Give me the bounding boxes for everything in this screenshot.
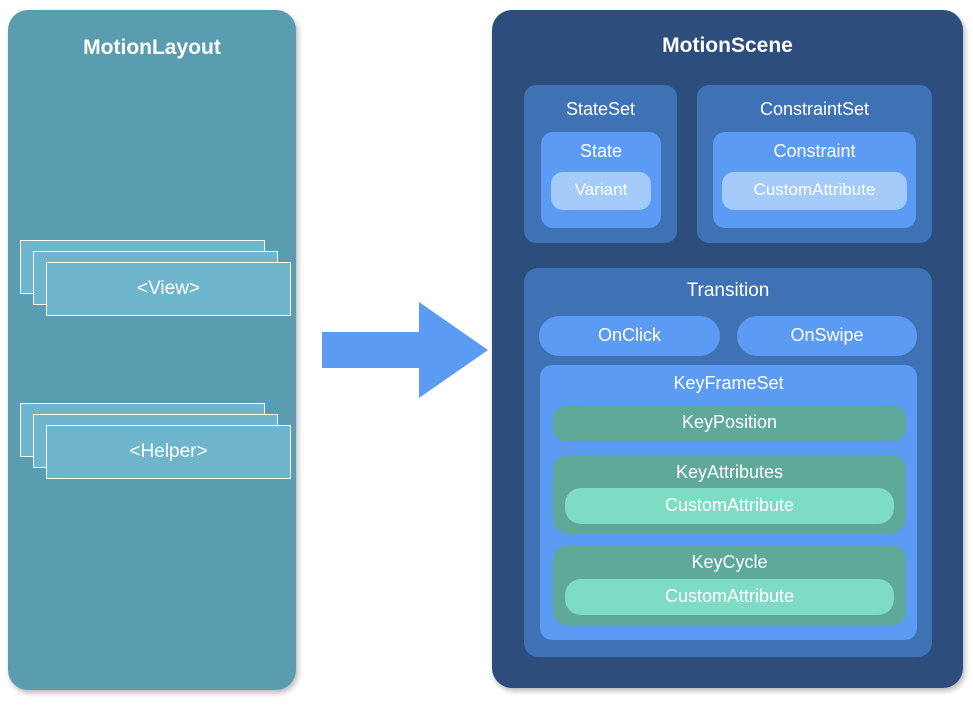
helper-stack: <Helper> <box>20 403 291 483</box>
variant-title: Variant <box>574 180 628 199</box>
state-set-box: StateSet State Variant <box>524 85 677 243</box>
motion-scene-panel: MotionScene StateSet State Variant Const… <box>492 10 963 688</box>
motion-layout-title: MotionLayout <box>83 36 221 59</box>
constraint-set-box: ConstraintSet Constraint CustomAttribute <box>697 85 932 243</box>
key-position-box: KeyPosition <box>553 405 906 442</box>
view-stack: <View> <box>20 240 291 320</box>
on-swipe-box: OnSwipe <box>737 316 917 356</box>
key-cycle-custom-attribute-box: CustomAttribute <box>565 579 894 615</box>
helper-card-label: <Helper> <box>129 441 208 462</box>
key-cycle-box: KeyCycle CustomAttribute <box>553 545 906 625</box>
on-click-title: OnClick <box>597 325 661 345</box>
right-arrow-icon <box>322 302 488 398</box>
transition-box: Transition OnClick OnSwipe KeyFrameSet K… <box>524 268 932 657</box>
key-attributes-custom-attribute-title: CustomAttribute <box>664 495 795 515</box>
constraint-box: Constraint CustomAttribute <box>713 132 916 228</box>
constraint-custom-attribute-title: CustomAttribute <box>753 180 876 199</box>
key-frame-set-title: KeyFrameSet <box>673 373 784 393</box>
key-cycle-custom-attribute-title: CustomAttribute <box>664 586 795 606</box>
key-frame-set-box: KeyFrameSet KeyPosition KeyAttributes Cu… <box>540 365 917 640</box>
state-box: State Variant <box>541 132 661 228</box>
view-card-label: <View> <box>136 278 201 299</box>
constraint-title: Constraint <box>773 141 856 161</box>
key-attributes-box: KeyAttributes CustomAttribute <box>553 455 906 533</box>
key-attributes-custom-attribute-box: CustomAttribute <box>565 488 894 524</box>
state-set-title: StateSet <box>565 99 636 119</box>
key-cycle-title: KeyCycle <box>691 552 768 572</box>
variant-box: Variant <box>551 172 651 210</box>
on-swipe-title: OnSwipe <box>790 325 864 345</box>
motion-layout-panel: MotionLayout <View> <Helper> <box>8 10 296 690</box>
helper-card-front: <Helper> <box>46 425 291 479</box>
on-click-box: OnClick <box>539 316 720 356</box>
key-attributes-title: KeyAttributes <box>675 462 784 482</box>
motion-scene-title: MotionScene <box>662 34 793 57</box>
constraint-custom-attribute-box: CustomAttribute <box>722 172 907 210</box>
view-card-front: <View> <box>46 262 291 316</box>
key-position-title: KeyPosition <box>681 412 778 432</box>
state-title: State <box>579 141 623 161</box>
transition-title: Transition <box>686 280 770 301</box>
constraint-set-title: ConstraintSet <box>759 99 870 119</box>
